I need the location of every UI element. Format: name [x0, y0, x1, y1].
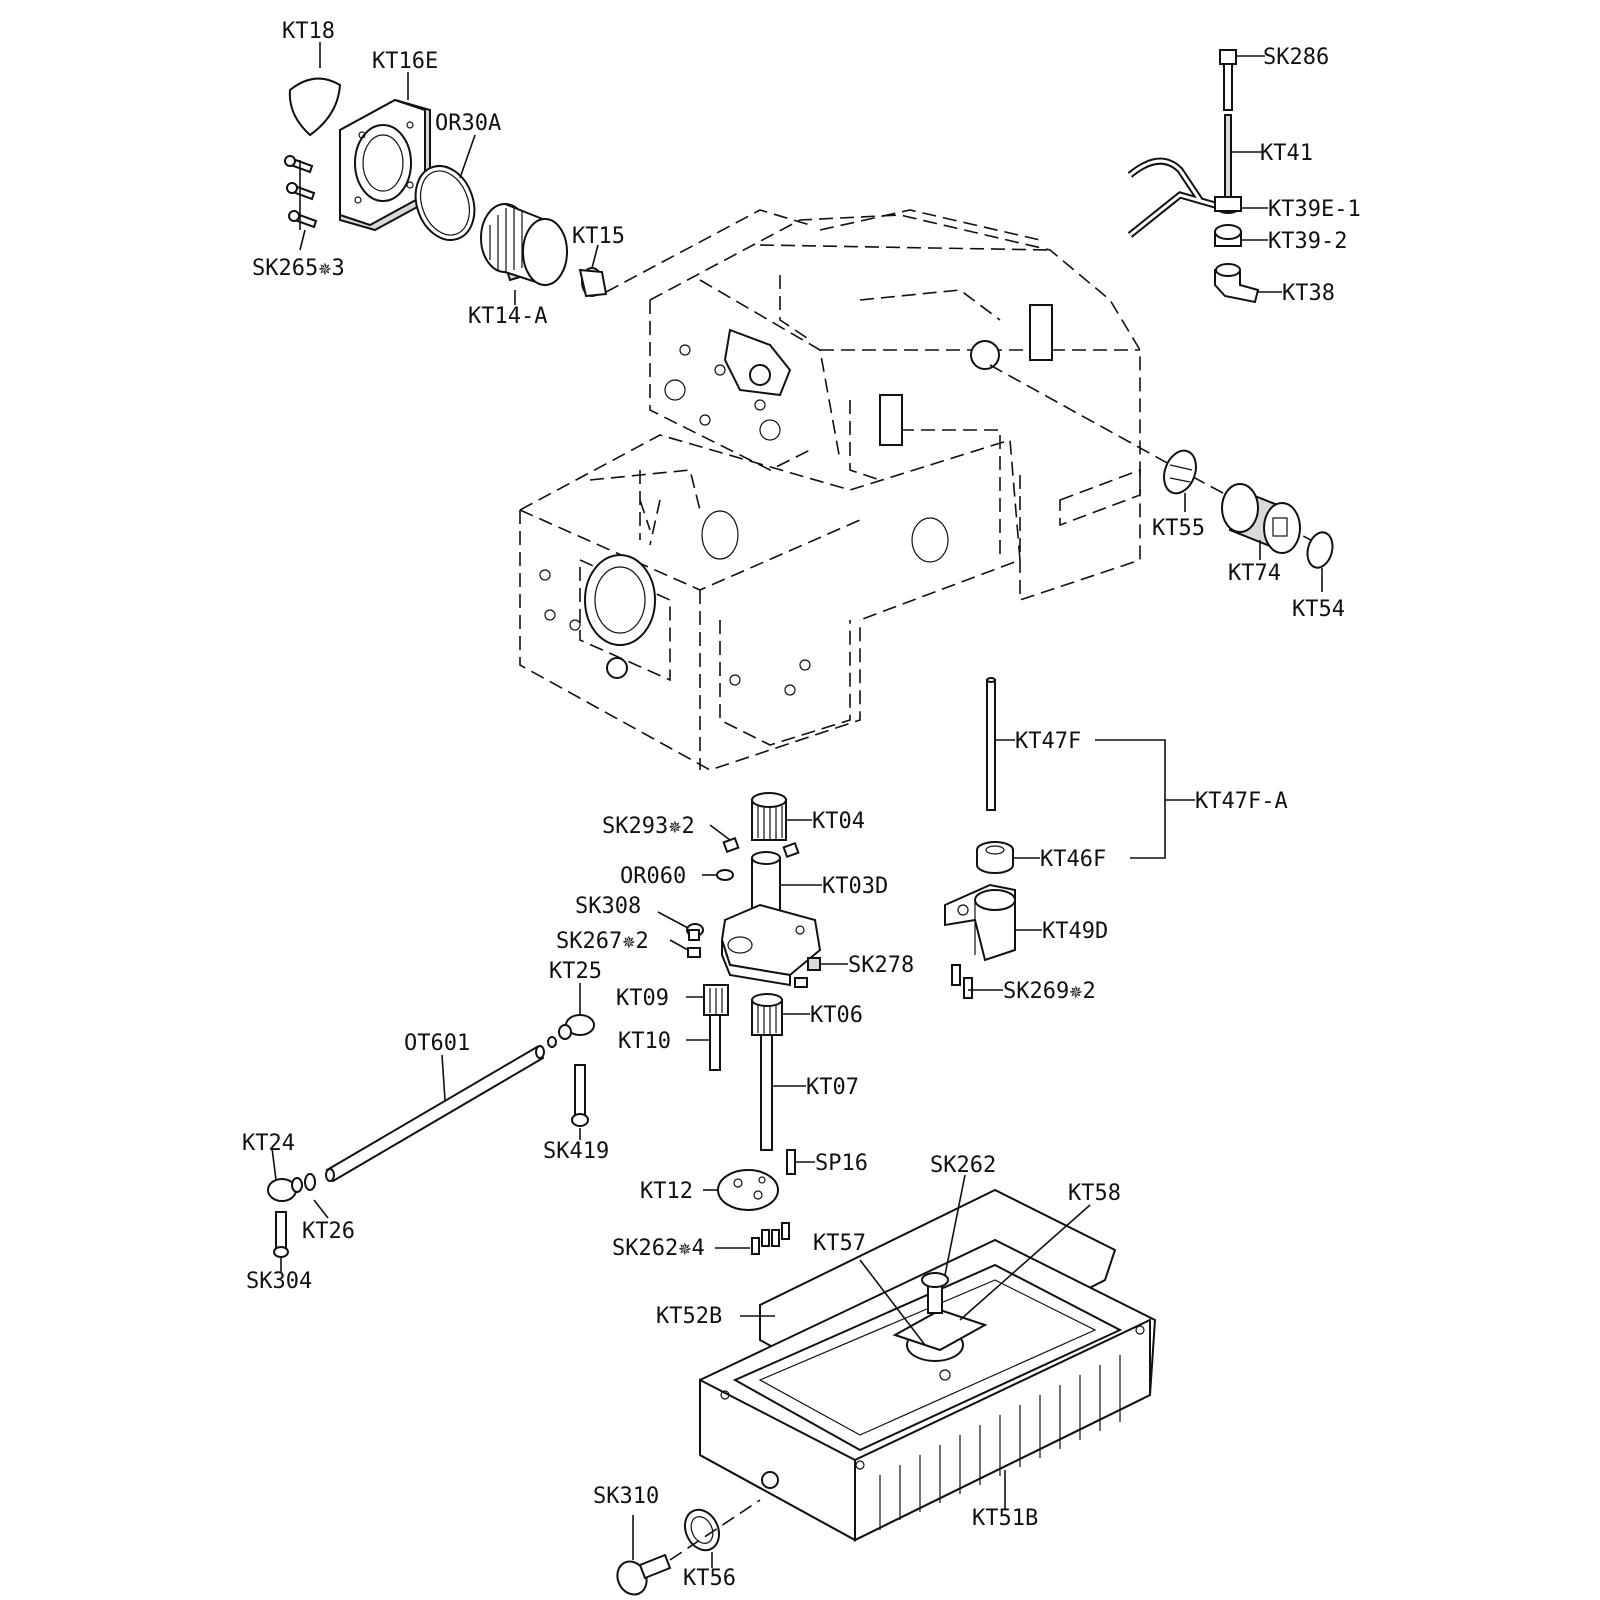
label-kt16e: KT16E	[372, 49, 438, 74]
kt16e-part	[339, 98, 431, 232]
label-kt47f: KT47F	[1015, 729, 1081, 754]
label-kt58: KT58	[1068, 1181, 1121, 1206]
label-kt47f-a: KT47F-A	[1195, 789, 1288, 814]
oil-tube-group	[1127, 49, 1260, 304]
label-kt25: KT25	[549, 959, 602, 984]
label-kt46f: KT46F	[1040, 847, 1106, 872]
label-kt14a: KT14-A	[468, 304, 547, 329]
oil-tube-ot601-group	[267, 1014, 595, 1258]
label-sp16: SP16	[815, 1151, 868, 1176]
kt18-part	[288, 77, 342, 137]
label-sk304: SK304	[246, 1269, 312, 1294]
label-kt24: KT24	[242, 1131, 295, 1156]
sk265-screws	[284, 155, 318, 229]
label-kt52b: KT52B	[656, 1304, 722, 1329]
label-kt06: KT06	[810, 1003, 863, 1028]
label-sk419: SK419	[543, 1139, 609, 1164]
label-kt49d: KT49D	[1042, 919, 1108, 944]
label-kt04: KT04	[812, 809, 865, 834]
label-sk265x3: SK265✵3	[252, 256, 345, 281]
label-kt09: KT09	[616, 986, 669, 1011]
label-kt07: KT07	[806, 1075, 859, 1100]
label-kt41: KT41	[1260, 141, 1313, 166]
oil-pan-group	[616, 1188, 1157, 1596]
oil-pump-group	[686, 792, 822, 1255]
label-sk293x2: SK293✵2	[602, 814, 695, 839]
label-or30a: OR30A	[435, 111, 501, 136]
label-sk262: SK262	[930, 1153, 996, 1178]
main-housing	[519, 209, 1141, 771]
label-sk267x2: SK267✵2	[556, 929, 649, 954]
label-kt15: KT15	[572, 224, 625, 249]
kt03d-part	[720, 851, 822, 987]
label-kt57: KT57	[813, 1231, 866, 1256]
filter-cover-group	[284, 77, 811, 298]
kt14a-part	[480, 203, 568, 287]
label-kt39-2: KT39-2	[1268, 229, 1347, 254]
strainer	[892, 1272, 988, 1381]
label-kt38: KT38	[1282, 281, 1335, 306]
label-kt12: KT12	[640, 1179, 693, 1204]
label-kt54: KT54	[1292, 597, 1345, 622]
label-sk269x2: SK269✵2	[1003, 979, 1096, 1004]
label-or060: OR060	[620, 864, 686, 889]
label-sk278: SK278	[848, 953, 914, 978]
part-labels: KT18 KT16E OR30A KT15 SK265✵3 KT14-A SK2…	[242, 19, 1361, 1591]
label-kt10: KT10	[618, 1029, 671, 1054]
label-kt74: KT74	[1228, 561, 1281, 586]
label-sk262x4: SK262✵4	[612, 1236, 705, 1261]
oil-gauge-group	[944, 677, 1016, 999]
label-sk310: SK310	[593, 1484, 659, 1509]
kt15-part	[578, 267, 608, 298]
label-ot601: OT601	[404, 1031, 470, 1056]
label-kt26: KT26	[302, 1219, 355, 1244]
label-kt51b: KT51B	[972, 1506, 1038, 1531]
label-kt18: KT18	[282, 19, 335, 44]
seal-group	[989, 364, 1334, 569]
or30a-part	[414, 165, 476, 241]
label-kt55: KT55	[1152, 516, 1205, 541]
label-sk286: SK286	[1263, 45, 1329, 70]
leader-lines	[271, 42, 1323, 1568]
label-sk308: SK308	[575, 894, 641, 919]
label-kt39e1: KT39E-1	[1268, 197, 1361, 222]
label-kt03d: KT03D	[822, 874, 888, 899]
label-kt56: KT56	[683, 1566, 736, 1591]
